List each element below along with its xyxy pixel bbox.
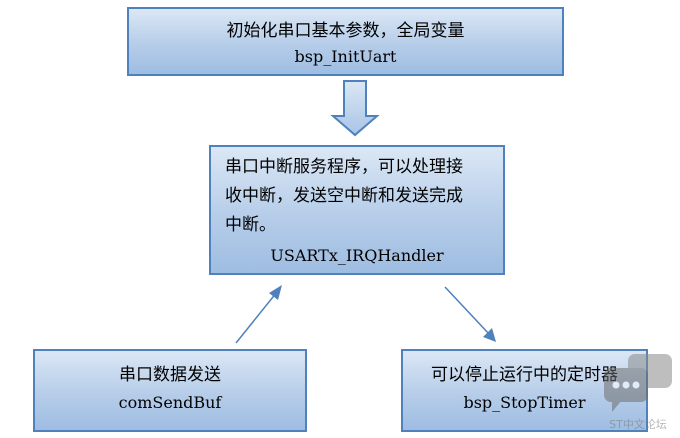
chat-bubble-icon (604, 354, 672, 412)
stop-timer-function-name: bsp_StopTimer (463, 393, 586, 412)
arrow-isr-to-stop (444, 286, 496, 342)
isr-box: 串口中断服务程序，可以处理接 收中断，发送空中断和发送完成 中断。 USARTx… (209, 145, 505, 275)
arrow-send-to-isr (235, 285, 282, 344)
block-arrow-down (330, 80, 380, 137)
isr-description-line-2: 收中断，发送空中断和发送完成 (225, 186, 463, 206)
isr-description-line-3: 中断。 (225, 215, 276, 235)
init-uart-description: 初始化串口基本参数，全局变量 (226, 21, 465, 41)
init-uart-function-name: bsp_InitUart (294, 47, 397, 66)
init-uart-box: 初始化串口基本参数，全局变量 bsp_InitUart (127, 7, 564, 76)
isr-function-name: USARTx_IRQHandler (270, 246, 444, 265)
send-function-name: comSendBuf (118, 393, 222, 412)
send-box: 串口数据发送 comSendBuf (33, 349, 307, 432)
watermark-text: ST中文论坛 (609, 418, 667, 431)
stop-timer-description: 可以停止运行中的定时器 (431, 365, 618, 385)
forum-watermark: ST中文论坛 (600, 350, 676, 434)
isr-description-line-1: 串口中断服务程序，可以处理接 (225, 157, 463, 177)
send-description: 串口数据发送 (119, 365, 221, 385)
